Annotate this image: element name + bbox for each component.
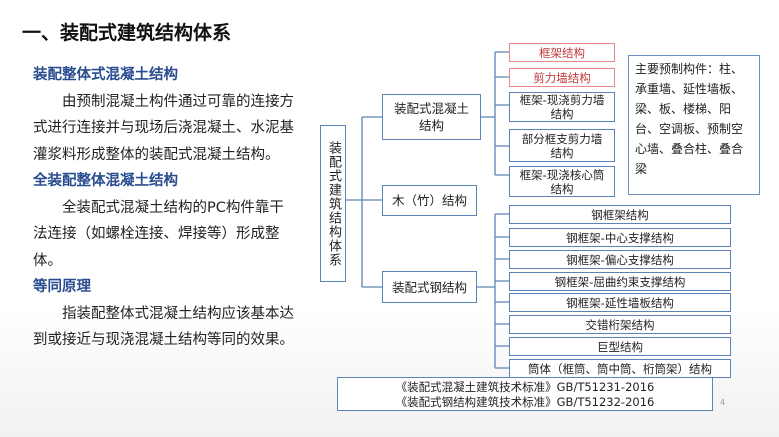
page-number: 4 [720, 398, 726, 407]
section-heading-fully-assembled: 全装配整体混凝土结构 [33, 173, 178, 189]
paragraph-equivalence: 指装配整体式混凝土结构应该基本达到或接近与现浇混凝土结构等同的效果。 [33, 305, 294, 349]
steel-type-7: 筒体（框筒、筒中筒、桁筒架）结构 [509, 359, 731, 378]
standards-box: 《装配式混凝土建筑技术标准》GB/T51231-2016 《装配式钢结构建筑技术… [337, 377, 713, 411]
concrete-type-shear-wall: 剪力墙结构 [509, 68, 615, 87]
node-prefab-steel: 装配式钢结构 [382, 271, 477, 303]
root-branch-connector [346, 116, 382, 288]
steel-type-5: 交错桁架结构 [509, 315, 731, 334]
steel-type-1: 钢框架-中心支撑结构 [509, 228, 731, 247]
paragraph-fully-assembled: 全装配式混凝土结构的PC构件靠干法连接（如螺栓连接、焊接等）形成整体。 [33, 199, 284, 269]
steel-type-4: 钢框架-延性墙板结构 [509, 293, 731, 312]
steel-branch-connector [477, 213, 509, 369]
steel-type-0: 钢框架结构 [509, 205, 731, 224]
steel-type-3: 钢框架-屈曲约束支撑结构 [509, 272, 731, 291]
root-node: 装配式建筑结构体系 [320, 125, 346, 282]
concrete-type-frame-core-tube: 框架-现浇核心筒结构 [509, 166, 615, 197]
page-title: 一、装配式建筑结构体系 [22, 22, 232, 44]
standard-concrete: 《装配式混凝土建筑技术标准》GB/T51231-2016 [395, 380, 655, 394]
concrete-branch-connector [481, 51, 509, 176]
concrete-type-frame-shear-wall: 框架-现浇剪力墙结构 [509, 92, 615, 122]
paragraph-assembled-monolithic: 由预制混凝土构件通过可靠的连接方式进行连接并与现场后浇混凝土、水泥基灌浆料形成整… [33, 93, 294, 163]
concrete-type-partial-frame-supported: 部分框支剪力墙结构 [509, 129, 615, 162]
section-heading-assembled-monolithic: 装配整体式混凝土结构 [33, 67, 178, 83]
section-heading-equivalence: 等同原理 [33, 279, 91, 295]
node-wood-bamboo: 木（竹）结构 [382, 185, 477, 216]
steel-type-2: 钢框架-偏心支撑结构 [509, 250, 731, 269]
standard-steel: 《装配式钢结构建筑技术标准》GB/T51232-2016 [395, 395, 655, 409]
concrete-type-frame: 框架结构 [509, 43, 615, 62]
steel-type-6: 巨型结构 [509, 337, 731, 356]
node-prefab-concrete: 装配式混凝土结构 [382, 94, 481, 140]
prefab-components-note: 主要预制构件：柱、承重墙、延性墙板、梁、板、楼梯、阳台、空调板、预制空心墙、叠合… [628, 55, 760, 195]
left-text-panel: 装配整体式混凝土结构 由预制混凝土构件通过可靠的连接方式进行连接并与现场后浇混凝… [33, 62, 295, 354]
